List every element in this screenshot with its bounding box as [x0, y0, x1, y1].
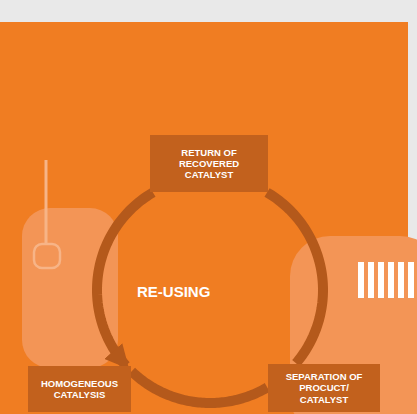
- cycle-label: RE-USING: [137, 283, 210, 300]
- cycle-arc: [132, 371, 268, 403]
- process-box: SEPARATION OF PROCUCT/ CATALYST: [268, 364, 380, 412]
- process-box: RETURN OF RECOVERED CATALYST: [150, 135, 268, 192]
- box-label: HOMOGENEOUS CATALYSIS: [34, 378, 125, 400]
- box-label: SEPARATION OF PROCUCT/ CATALYST: [274, 371, 374, 404]
- box-label: RETURN OF RECOVERED CATALYST: [156, 147, 262, 180]
- filter-grid: [358, 262, 414, 298]
- cycle-arc: [267, 192, 323, 363]
- stirrer-shaft: [45, 160, 48, 244]
- cycle-arc: [97, 192, 153, 365]
- process-box: HOMOGENEOUS CATALYSIS: [28, 366, 131, 412]
- reactor-vessel: [22, 208, 118, 368]
- stirrer-impeller: [34, 244, 60, 268]
